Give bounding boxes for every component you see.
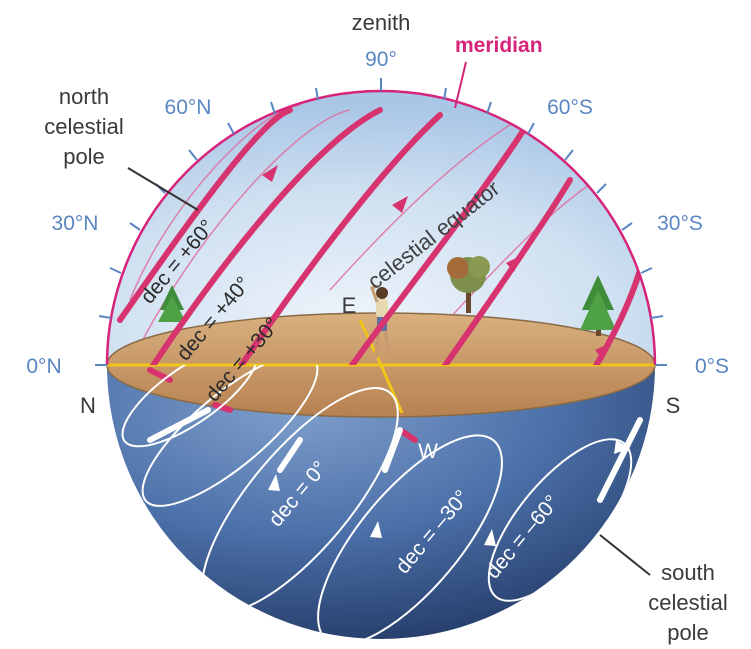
tick-label-60n: 60°N	[165, 96, 212, 119]
day-arc-dec-minus30	[397, 177, 573, 365]
meridian-pointer	[454, 61, 467, 109]
night-arrow-dec-minus30	[370, 521, 382, 538]
night-arrow-dec-0	[268, 474, 280, 491]
tick-label-60s: 60°S	[547, 96, 593, 119]
day-arc-dec-60	[117, 107, 293, 323]
south-direction-label: S	[666, 393, 681, 418]
day-arc-dec-0	[297, 117, 533, 365]
day-arc-dec-30	[212, 112, 443, 365]
tick-label-90: 90°	[365, 48, 397, 71]
night-arc-dec-60	[121, 365, 259, 448]
west-line	[379, 364, 404, 414]
east-direction-label: E	[342, 293, 357, 318]
meridian-label: meridian	[455, 34, 543, 57]
night-arrow-dec-minus60	[484, 529, 496, 546]
lower-hemisphere	[107, 365, 655, 639]
south-pole-label-line2: celestial	[648, 590, 727, 615]
tick-label-30n: 30°N	[52, 212, 99, 235]
day-arc-dec-40	[147, 107, 383, 365]
tick-label-30s: 30°S	[657, 212, 703, 235]
night-arc-dec-minus30	[317, 434, 503, 639]
tree-left	[158, 285, 186, 322]
south-pole-label-line3: pole	[667, 620, 709, 645]
night-arc-dec-40	[141, 365, 319, 507]
south-pole-label-line1: south	[661, 560, 715, 585]
south-pole-pointer	[599, 534, 651, 576]
north-pole-label-line3: pole	[63, 144, 105, 169]
north-pole-label-line2: celestial	[44, 114, 123, 139]
tree-right	[580, 275, 616, 336]
night-thick-1	[147, 407, 211, 443]
night-thick-3	[382, 427, 403, 473]
tick-label-0n: 0°N	[26, 355, 61, 378]
north-pole-pointer	[127, 167, 199, 211]
arrow-dec-60	[262, 165, 278, 182]
arrow-dec-minus60	[595, 343, 611, 360]
night-thick-2	[277, 437, 303, 473]
north-direction-label: N	[80, 393, 96, 418]
meridian-line	[105, 89, 657, 366]
west-direction-label: W	[418, 440, 438, 463]
tree-middle	[447, 256, 490, 313]
zenith-label: zenith	[352, 10, 411, 35]
north-pole-label-line1: north	[59, 84, 109, 109]
day-arc-front-2	[212, 402, 233, 413]
sky-hemisphere	[107, 91, 655, 365]
arrow-dec-40	[392, 196, 408, 213]
tick-label-0s: 0°S	[695, 355, 729, 378]
arrow-dec-0	[506, 255, 522, 272]
night-thick-4	[597, 417, 643, 503]
night-arrow-right	[614, 440, 630, 454]
